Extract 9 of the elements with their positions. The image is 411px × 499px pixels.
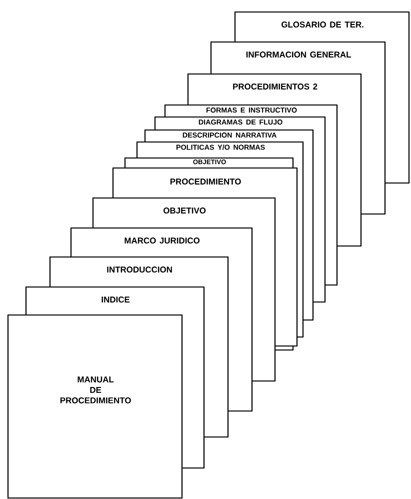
page-title: GLOSARIO DE TER.	[282, 22, 364, 28]
page-title: INFORMACION GENERAL	[246, 52, 351, 58]
page-title: PROCEDIMIENTO	[170, 178, 241, 185]
page-title: PROCEDIMIENTOS 2	[233, 84, 318, 90]
page-title: MARCO JURIDICO	[124, 238, 200, 244]
page-title: INTRODUCCION	[107, 266, 172, 273]
page-title: OBJETIVO	[163, 208, 206, 214]
page-title: INDICE	[102, 296, 130, 303]
page-title: MANUAL DE PROCEDIMIENTO	[60, 376, 131, 404]
